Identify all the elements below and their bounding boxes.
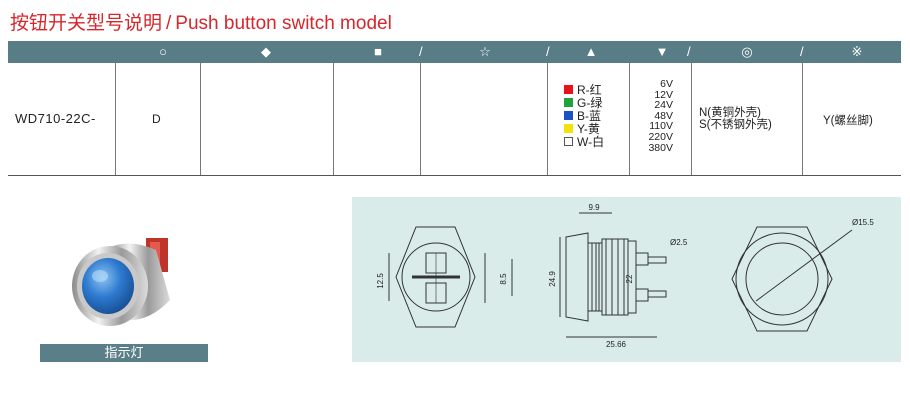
product-caption: 指示灯 [40,344,208,362]
header-slash: / [687,44,691,59]
red-swatch-icon [564,85,573,94]
square-icon: ■ [374,44,382,59]
white-swatch-icon [564,137,573,146]
color-option: B-蓝 [564,109,604,123]
model-table: WD710-22C- D R-红 G-绿 B-蓝 Y-黄 W-白 6V 12V … [8,63,901,176]
side-height-label: 24.9 [548,271,557,287]
table-header: ○ ◆ ■ / ☆ / ▲ ▼ / ◎ / ※ [8,41,901,63]
table-divider [629,63,630,175]
table-divider [200,63,201,175]
yellow-swatch-icon [564,124,573,133]
technical-drawing-svg: 12.5 8.5 9.9 24.9 22 [376,203,874,349]
table-divider [802,63,803,175]
header-slash: / [800,44,804,59]
color-option: W-白 [564,135,605,149]
title-english: Push button switch model [175,13,392,34]
table-divider [691,63,692,175]
voltage-option: 24V [654,99,673,112]
length-label: 25.66 [606,340,627,349]
color-option-label: R-红 [577,83,602,97]
front-dimension-labels: 12.5 8.5 [376,273,508,289]
model-number: WD710-22C- [15,111,96,126]
side-dimension-labels: 9.9 24.9 22 Ø2.5 25.66 [548,203,688,349]
voltage-option: 110V [649,120,673,133]
front-height-label: 8.5 [499,273,508,285]
voltage-option: 48V [654,109,673,122]
thread-label: 22 [625,274,634,283]
color-option-label: W-白 [577,135,605,149]
indicator-light-image [72,238,170,326]
voltage-option: 220V [648,130,673,143]
color-option: G-绿 [564,96,604,110]
diamond-icon: ◆ [261,44,271,59]
shell-option: N(黄铜外壳) [699,107,761,119]
voltage-option: 380V [648,141,673,154]
front-width-label: 12.5 [376,273,385,289]
circle-icon: ○ [159,44,167,59]
front-view [388,226,513,328]
green-swatch-icon [564,98,573,107]
indicator-light-photo [38,228,208,343]
table-divider [333,63,334,175]
double-circle-icon: ◎ [741,44,753,59]
side-top-label: 9.9 [588,203,600,212]
color-option-label: G-绿 [577,96,603,110]
reference-mark-icon: ※ [851,44,863,59]
voltage-option: 12V [654,88,673,101]
shell-options: N(黄铜外壳) S(不锈钢外壳) [699,107,772,131]
terminal-option: Y(螺丝脚) [823,115,873,127]
header-slash: / [546,44,550,59]
color-options: R-红 G-绿 B-蓝 Y-黄 W-白 [564,83,605,149]
rear-diameter-label: Ø15.5 [852,218,874,227]
side-view [559,212,667,338]
title-chinese: 按钮开关型号说明 [10,13,163,34]
triangle-up-icon: ▲ [584,44,598,59]
voltage-option: 6V [660,78,673,90]
hole-diameter-label: Ø2.5 [670,238,688,247]
star-icon: ☆ [479,44,491,59]
dimension-drawing: 12.5 8.5 9.9 24.9 22 [352,197,901,362]
model-code: D [152,112,161,126]
rear-dimension-labels: Ø15.5 [852,218,874,227]
rear-view [731,226,853,332]
table-divider [115,63,116,175]
color-option: Y-黄 [564,122,604,136]
table-divider [420,63,421,175]
table-divider [547,63,548,175]
header-slash: / [419,44,423,59]
page-title: 按钮开关型号说明/Push button switch model [10,8,392,35]
triangle-down-icon: ▼ [655,44,669,59]
color-option: R-红 [564,83,604,97]
title-separator: / [166,13,172,34]
color-option-label: B-蓝 [577,109,602,123]
voltage-list: 6V 12V 24V 48V 110V 220V 380V [636,79,673,153]
blue-swatch-icon [564,111,573,120]
color-option-label: Y-黄 [577,122,600,136]
shell-option: S(不锈钢外壳) [699,119,772,131]
